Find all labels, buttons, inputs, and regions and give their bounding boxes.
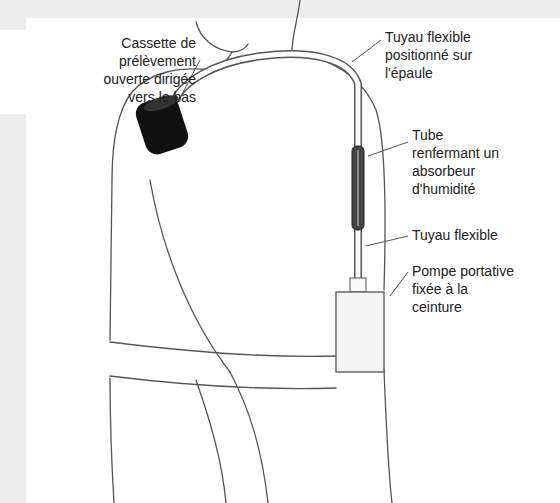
callout-label: Tube renfermant un absorbeur d'humidité [412,126,514,198]
leader-lines [180,40,408,296]
callout-label: Tuyau flexible [412,226,532,244]
flexible-tube [172,54,358,282]
pump [336,278,384,372]
absorber-tube [352,146,364,230]
callout-label: Tuyau flexible positionné sur l'épaule [385,28,495,82]
label-panel [0,30,205,114]
callout-label: Pompe portative fixée à la ceinture [412,262,518,316]
callout-label: Cassette de prélèvement ouverte dirigée … [84,34,196,106]
